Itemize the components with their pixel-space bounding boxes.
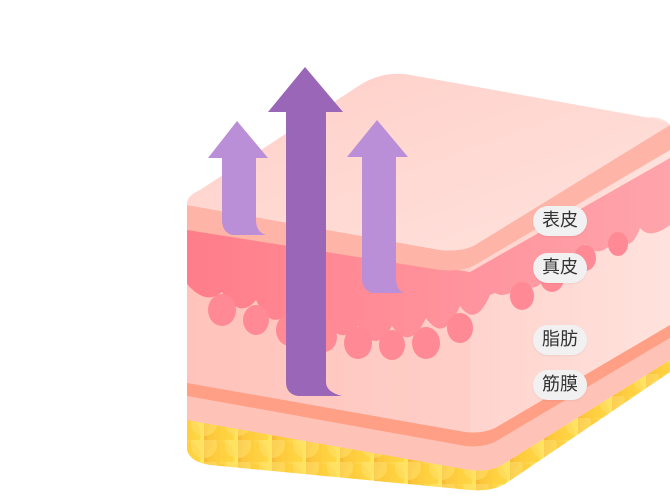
label-fascia: 筋膜 <box>533 370 587 400</box>
label-fat: 脂肪 <box>533 325 587 355</box>
label-epidermis: 表皮 <box>533 206 587 236</box>
fascia-line <box>187 325 670 447</box>
up-arrow-icon <box>268 67 343 396</box>
dermal-papillae <box>208 232 628 360</box>
up-arrow-icon <box>347 120 408 293</box>
up-arrow-icon <box>208 121 268 235</box>
label-dermis: 真皮 <box>533 253 587 283</box>
